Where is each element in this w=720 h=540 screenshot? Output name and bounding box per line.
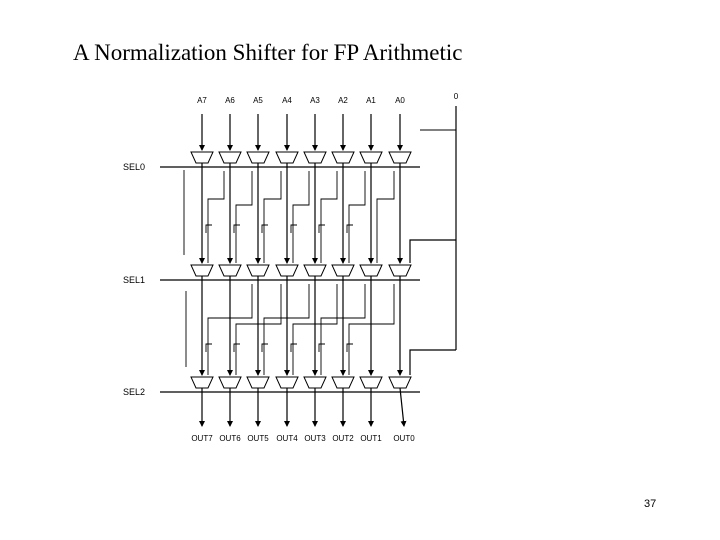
stage0-stub-5 xyxy=(346,224,353,233)
output-label-out2: OUT2 xyxy=(332,434,354,443)
stage1-stub-4 xyxy=(318,343,325,352)
mux-stage1-bit2 xyxy=(331,264,355,277)
mux-stage2-bit7 xyxy=(190,376,214,389)
stage1-stub-3 xyxy=(290,343,297,352)
input-label-a5: A5 xyxy=(253,96,263,105)
mux-stage1-bit3 xyxy=(303,264,327,277)
stage0-stub-3 xyxy=(290,224,297,233)
stage0-shift-bit6 xyxy=(235,171,253,263)
mux-stage2-bit1 xyxy=(359,376,383,389)
input-label-a6: A6 xyxy=(225,96,235,105)
stage1-stub-2 xyxy=(261,343,268,352)
stage0-stub-2 xyxy=(261,224,268,233)
input-label-a1: A1 xyxy=(366,96,376,105)
mux-stage2-bit2 xyxy=(331,376,355,389)
mux-layer xyxy=(190,151,412,389)
input-label-a3: A3 xyxy=(310,96,320,105)
output-label-out7: OUT7 xyxy=(191,434,213,443)
input-label-a4: A4 xyxy=(282,96,292,105)
zero-tap-stage2 xyxy=(409,349,456,375)
stage0-stub-0 xyxy=(205,224,212,233)
stage0-shift-bit4 xyxy=(292,171,310,263)
stage1-stub-5 xyxy=(346,343,353,352)
mux-stage0-bit1 xyxy=(359,151,383,164)
mux-stage0-bit5 xyxy=(246,151,270,164)
mux-stage2-bit0 xyxy=(388,376,412,389)
mux-stage1-bit7 xyxy=(190,264,214,277)
mux-stage1-bit6 xyxy=(218,264,242,277)
slide-title: A Normalization Shifter for FP Arithmeti… xyxy=(73,40,463,65)
output-label-out5: OUT5 xyxy=(247,434,269,443)
mux-stage2-bit5 xyxy=(246,376,270,389)
mux-stage1-bit5 xyxy=(246,264,270,277)
page-number: 37 xyxy=(644,498,657,510)
stage0-stub-1 xyxy=(233,224,240,233)
mux-stage1-bit1 xyxy=(359,264,383,277)
mux-stage2-bit3 xyxy=(303,376,327,389)
stage0-stub-4 xyxy=(318,224,325,233)
mux-stage0-bit4 xyxy=(275,151,299,164)
stage0-shift-bit2 xyxy=(348,171,366,263)
wire-layer xyxy=(160,106,457,427)
output-wire-out0 xyxy=(399,387,407,427)
stage0-shift-bit1 xyxy=(376,171,395,263)
stage0-shift-bit7 xyxy=(207,171,225,263)
mux-stage0-bit7 xyxy=(190,151,214,164)
output-label-out6: OUT6 xyxy=(219,434,241,443)
mux-stage0-bit3 xyxy=(303,151,327,164)
mux-stage1-bit0 xyxy=(388,264,412,277)
select-label-sel0: SEL0 xyxy=(123,162,145,172)
stage0-shift-bit5 xyxy=(263,171,282,263)
input-label-a2: A2 xyxy=(338,96,348,105)
output-label-out3: OUT3 xyxy=(304,434,326,443)
input-label-a7: A7 xyxy=(197,96,207,105)
stage1-stub-1 xyxy=(233,343,240,352)
zero-tap-stage1 xyxy=(409,239,456,263)
select-label-sel2: SEL2 xyxy=(123,387,145,397)
output-label-out1: OUT1 xyxy=(360,434,382,443)
mux-stage1-bit4 xyxy=(275,264,299,277)
output-label-out0: OUT0 xyxy=(393,434,415,443)
stage0-shift-bit3 xyxy=(320,171,338,263)
select-label-sel1: SEL1 xyxy=(123,275,145,285)
input-label-a0: A0 xyxy=(395,96,405,105)
output-label-out4: OUT4 xyxy=(276,434,298,443)
mux-stage2-bit6 xyxy=(218,376,242,389)
stage1-stub-0 xyxy=(205,343,212,352)
mux-stage0-bit6 xyxy=(218,151,242,164)
mux-stage2-bit4 xyxy=(275,376,299,389)
mux-stage0-bit0 xyxy=(388,151,412,164)
zero-input-label: 0 xyxy=(454,92,459,101)
mux-stage0-bit2 xyxy=(331,151,355,164)
